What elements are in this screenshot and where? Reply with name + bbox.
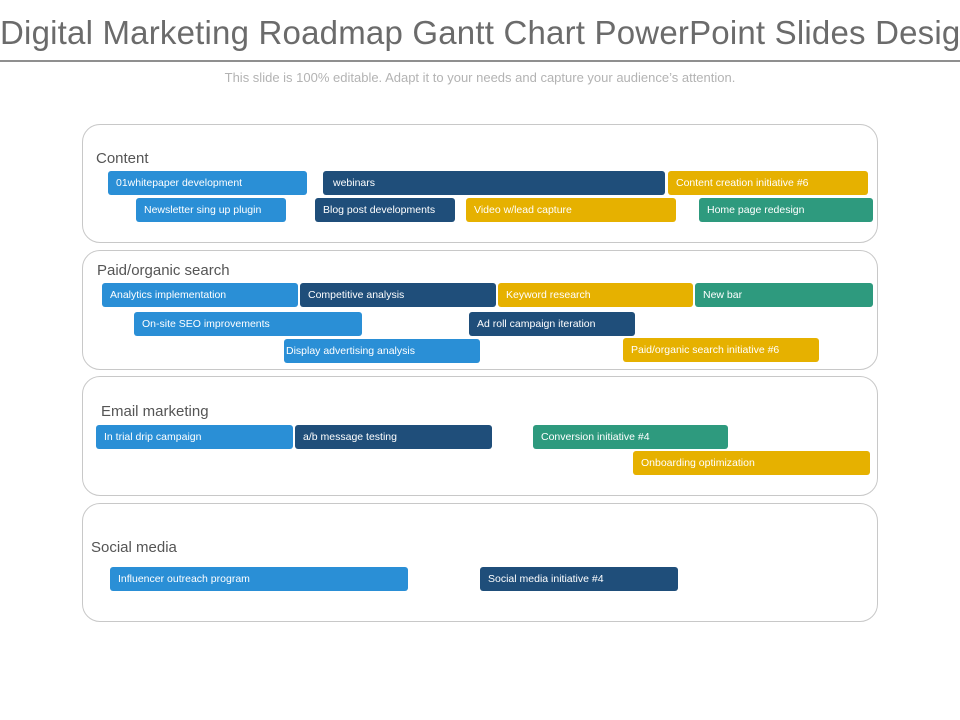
- gantt-bar-onboarding-optimization[interactable]: Onboarding optimization: [633, 451, 870, 475]
- gantt-bar-webinars[interactable]: webinars: [323, 171, 665, 195]
- gantt-bar-onsite-seo-improvements[interactable]: On-site SEO improvements: [134, 312, 362, 336]
- slide-subtitle: This slide is 100% editable. Adapt it to…: [224, 70, 736, 85]
- gantt-bar-social-media-initiative[interactable]: Social media initiative #4: [480, 567, 678, 591]
- section-label-social-media: Social media: [91, 539, 177, 556]
- section-label-paid-organic-search: Paid/organic search: [97, 262, 230, 279]
- gantt-bar-conversion-initiative[interactable]: Conversion initiative #4: [533, 425, 728, 449]
- gantt-bar-ab-message-testing[interactable]: a/b message testing: [295, 425, 492, 449]
- gantt-bar-influencer-outreach-program[interactable]: Influencer outreach program: [110, 567, 408, 591]
- gantt-bar-competitive-analysis[interactable]: Competitive analysis: [300, 283, 496, 307]
- gantt-bar-analytics-implementation[interactable]: Analytics implementation: [102, 283, 298, 307]
- gantt-bar-new-bar[interactable]: New bar: [695, 283, 873, 307]
- gantt-bar-trial-drip-campaign[interactable]: In trial drip campaign: [96, 425, 293, 449]
- section-label-email-marketing: Email marketing: [101, 403, 209, 420]
- gantt-bar-newsletter-signup-plugin[interactable]: Newsletter sing up plugin: [136, 198, 286, 222]
- slide-title: Digital Marketing Roadmap Gantt Chart Po…: [0, 14, 960, 51]
- gantt-bar-keyword-research[interactable]: Keyword research: [498, 283, 693, 307]
- gantt-bar-paid-organic-search-initiative[interactable]: Paid/organic search initiative #6: [623, 338, 819, 362]
- gantt-bar-whitepaper-development[interactable]: 01whitepaper development: [108, 171, 307, 195]
- gantt-bar-video-lead-capture[interactable]: Video w/lead capture: [466, 198, 676, 222]
- gantt-bar-ad-roll-campaign-iteration[interactable]: Ad roll campaign iteration: [469, 312, 635, 336]
- title-divider: [0, 60, 960, 62]
- gantt-bar-blog-post-developments[interactable]: Blog post developments: [315, 198, 455, 222]
- gantt-bar-home-page-redesign[interactable]: Home page redesign: [699, 198, 873, 222]
- gantt-bar-content-creation-initiative[interactable]: Content creation initiative #6: [668, 171, 868, 195]
- gantt-bar-display-advertising-analysis[interactable]: Display advertising analysis: [284, 339, 480, 363]
- section-panel-social-media: [82, 503, 878, 622]
- section-label-content: Content: [96, 150, 149, 167]
